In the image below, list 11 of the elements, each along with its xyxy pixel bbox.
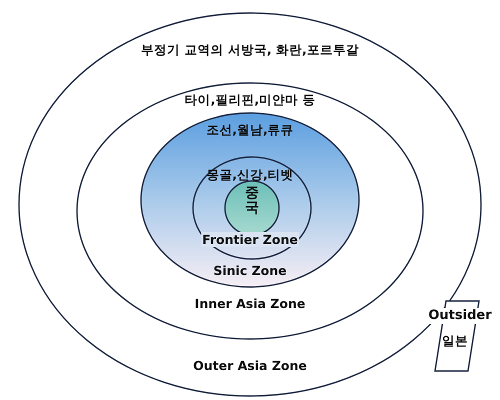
zone-countries-label: 타이,필리핀,미얀마 등 xyxy=(184,92,316,107)
zone-name-label: Sinic Zone xyxy=(213,263,287,278)
zone-countries-label: 조선,월남,류큐 xyxy=(206,122,294,137)
zone-countries-label: 몽골,신강,티벳 xyxy=(206,167,294,182)
zone-name-label: Frontier Zone xyxy=(201,232,299,247)
zone-countries-label: 부정기 교역의 서방국, 화란,포르투갈 xyxy=(141,42,359,57)
zone-name-label: 일본 xyxy=(442,333,468,348)
zone-name-label: Outer Asia Zone xyxy=(193,358,307,373)
zone-name-label: Inner Asia Zone xyxy=(194,296,306,311)
zone-countries-label: Outsider xyxy=(427,308,493,324)
zone-countries-label: 중국 xyxy=(245,186,259,217)
